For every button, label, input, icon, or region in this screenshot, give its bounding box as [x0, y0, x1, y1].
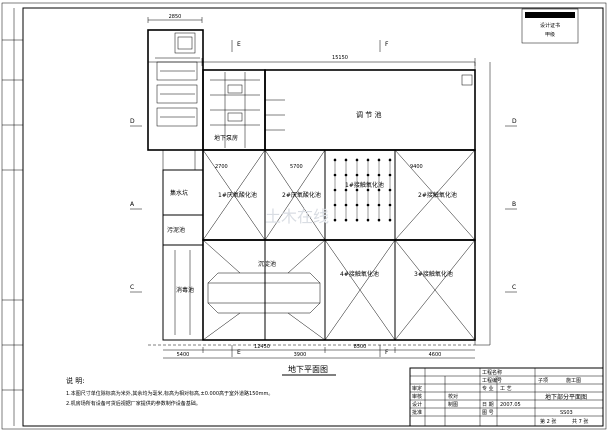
left-small-tanks: 集水坑 污泥池 消毒池	[162, 169, 204, 341]
tb-drawing-no-label: 图 号	[482, 410, 494, 416]
tb-design: 设计	[412, 401, 422, 408]
tb-sheet-total: 共 7 张	[572, 418, 588, 425]
tb-date-value: 2007.05	[500, 402, 521, 408]
label-aerobic-1: 1#接触氧化池	[345, 181, 384, 189]
design-stamp: 设计证书 甲级	[521, 8, 579, 44]
binding-strip	[2, 8, 23, 426]
watermark: 土木在线	[265, 207, 329, 226]
dim-mid-b: 5700	[290, 164, 303, 170]
notes-line2: 2.机房场所有设备可货后视据厂家提供的参数制作设备基础。	[66, 400, 201, 407]
section-mark-c-right: C	[512, 284, 516, 291]
tb-professional-value: 工 艺	[500, 386, 512, 392]
regulating-tank: 调 节 池	[264, 69, 476, 151]
dim-bottom-a: 12450	[254, 344, 270, 350]
tb-sheet: 第 2 张	[540, 418, 556, 425]
dimension-mid: 2700 5700 9400	[215, 164, 423, 170]
dim-mid-a: 2700	[215, 164, 228, 170]
dim-mid-c: 9400	[410, 164, 423, 170]
inner-border	[22, 7, 604, 427]
label-regulating-tank: 调 节 池	[356, 110, 381, 119]
tb-drawing-no: SS03	[560, 410, 573, 416]
tb-stage: 施工图	[566, 377, 581, 384]
pump-room-column	[147, 29, 204, 171]
label-disinfect: 消毒池	[176, 286, 194, 294]
dim-bottom-b: 8500	[354, 344, 367, 350]
label-aerobic-4: 4#接触氧化池	[340, 270, 379, 278]
title-block: 工程名称 工程编号 子项 施工图 审定 审核 设计 批准 校对 制图 专 业 工…	[409, 367, 604, 427]
label-aerobic-2: 2#接触氧化池	[418, 191, 457, 199]
dim-top-left: 2850	[169, 14, 182, 20]
label-sludge: 污泥池	[167, 226, 185, 234]
section-mark-d-right: D	[512, 118, 517, 125]
diffuser-grid	[333, 158, 392, 222]
notes-heading: 说 明:	[66, 376, 85, 385]
section-mark-f-top: F	[385, 41, 389, 48]
section-mark-f-bottom: F	[385, 349, 389, 356]
drawing-title: 地下平面图	[288, 364, 328, 374]
dim-bottom-e: 4600	[429, 352, 442, 358]
tank-row-lower: 沉淀池 4#接触氧化池 3#接触氧化池	[202, 239, 476, 341]
dim-bottom-c: 5400	[177, 352, 190, 358]
label-anoxic-1: 1#厌氧酸化池	[218, 191, 257, 199]
section-mark-e-bottom: E	[237, 349, 241, 356]
dimension-bottom: 12450 8500 5400 3900 4600	[163, 344, 475, 359]
stamp-line1: 设计证书	[540, 22, 560, 29]
section-markers: E F E F D C D C B A	[130, 40, 517, 357]
dim-bottom-d: 3900	[294, 352, 307, 358]
section-mark-c-left: C	[130, 284, 134, 291]
label-sump: 集水坑	[170, 189, 188, 197]
notes-line1: 1.本图尺寸单位除标高为米外,其余均为毫米,标高为相对标高,±0.000高于室外…	[66, 390, 273, 397]
tb-proof: 校对	[448, 393, 458, 400]
label-aerobic-3: 3#接触氧化池	[414, 270, 453, 278]
tb-date-label: 日 期	[482, 402, 494, 408]
section-mark-e-top: E	[237, 41, 241, 48]
section-mark-a-left: A	[130, 201, 135, 208]
tb-review: 审定	[412, 385, 422, 392]
tb-check: 审核	[412, 393, 422, 400]
tb-drawing-name: 地下部分平面图	[545, 393, 587, 401]
tb-approve: 批准	[412, 409, 422, 416]
dim-top-total: 15150	[332, 55, 348, 61]
label-underground-pump-room: 地下泵房	[214, 134, 238, 142]
notes: 说 明: 1.本图尺寸单位除标高为米外,其余均为毫米,标高为相对标高,±0.00…	[66, 376, 273, 407]
section-mark-d-left: D	[130, 118, 135, 125]
stamp-line2: 甲级	[545, 31, 555, 38]
tb-project-label: 工程名称	[482, 369, 502, 376]
label-settling: 沉淀池	[258, 260, 276, 268]
label-anoxic-2: 2#厌氧酸化池	[282, 191, 321, 199]
tank-row-upper: 1#厌氧酸化池 2#厌氧酸化池 1#接触氧化池 2#接触氧化池	[202, 149, 476, 241]
section-mark-b-right: B	[512, 201, 516, 208]
tb-sub-project: 子项	[538, 377, 548, 384]
tb-project-no-label: 工程编号	[482, 377, 502, 384]
outer-walls	[148, 62, 491, 346]
pipe-gallery: 地下泵房	[202, 69, 285, 151]
tb-draw: 制图	[448, 401, 458, 408]
tb-professional: 专 业	[482, 385, 494, 392]
